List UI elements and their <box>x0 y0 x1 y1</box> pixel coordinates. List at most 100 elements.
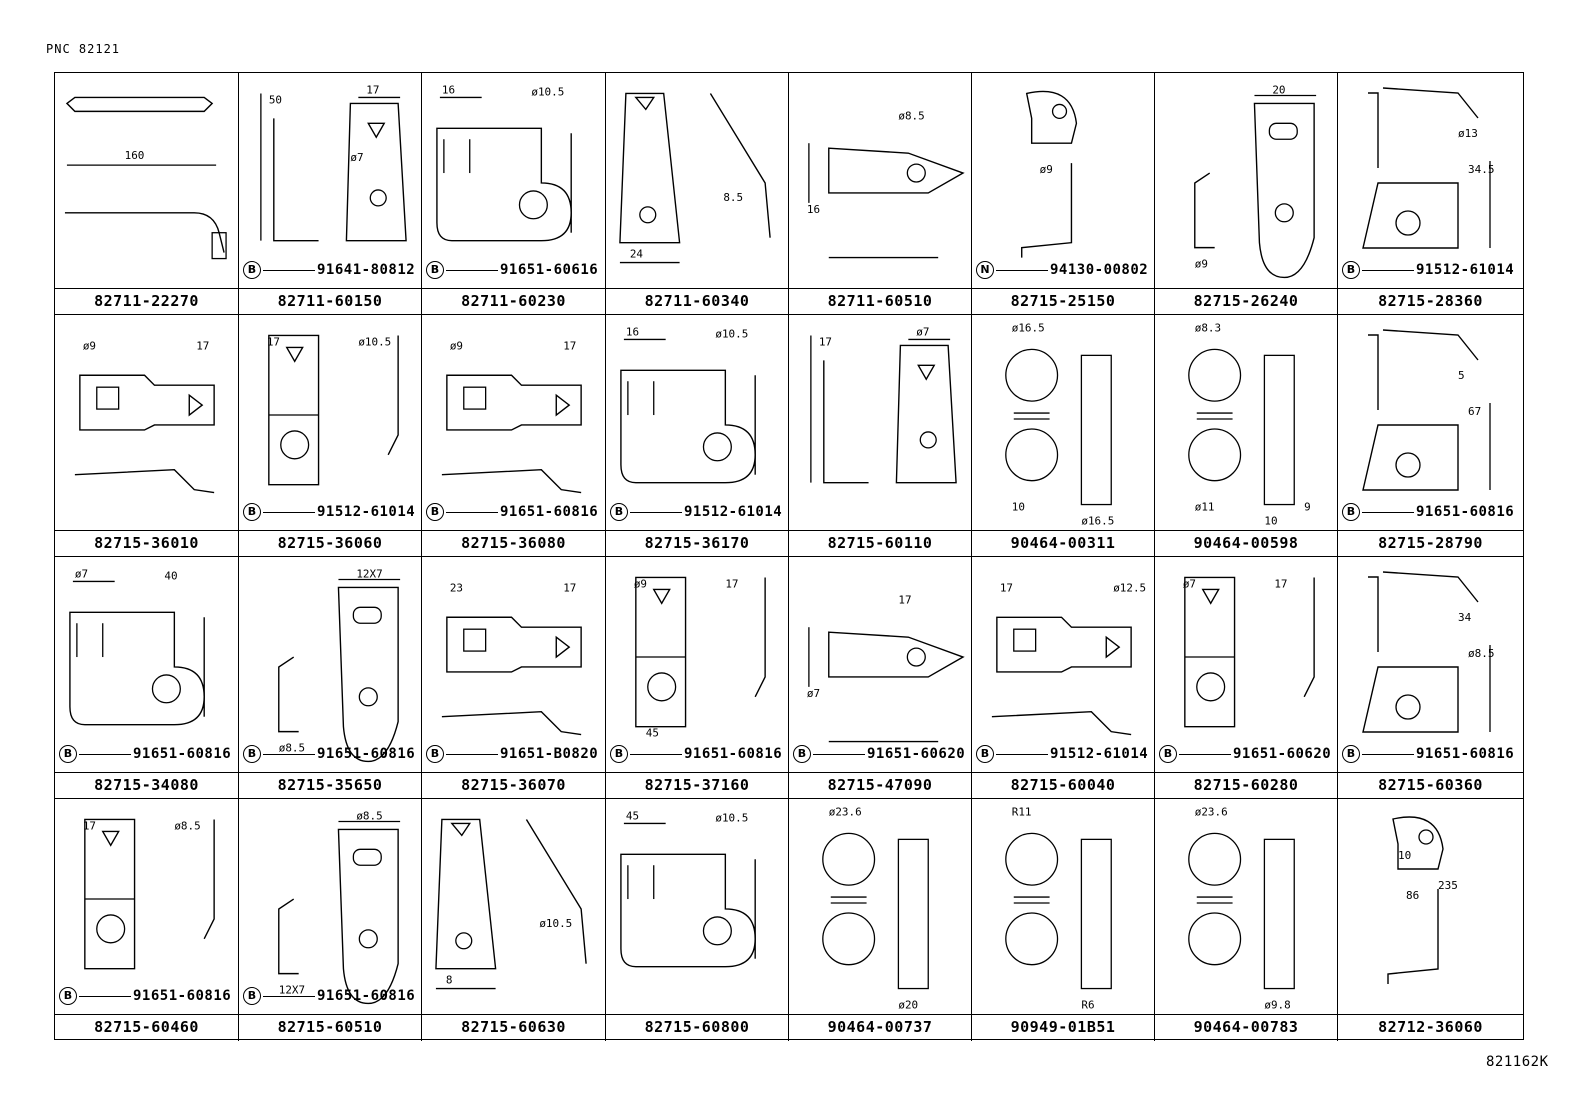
bracket-plate <box>1362 424 1459 491</box>
part-number[interactable]: 82715-34080 <box>94 776 199 794</box>
part-number[interactable]: 82715-26240 <box>1193 292 1299 310</box>
part-number[interactable]: 82715-25150 <box>1010 292 1116 310</box>
part-number[interactable]: 82711-60150 <box>277 292 383 310</box>
cell-divider <box>55 530 238 531</box>
part-number[interactable]: 90464-00737 <box>827 1018 933 1036</box>
part-number[interactable]: 82715-36060 <box>277 534 383 552</box>
part-number[interactable]: 82715-36010 <box>94 534 199 552</box>
dimension-label: ø9 <box>1040 163 1053 176</box>
bracket-plate <box>436 127 572 242</box>
part-number[interactable]: 82715-60510 <box>277 1018 383 1036</box>
bent-profile <box>709 93 771 238</box>
part-number[interactable]: 82715-47090 <box>827 776 933 794</box>
dimension-label: 12X7 <box>279 984 305 997</box>
part-number[interactable]: 82711-60340 <box>644 292 750 310</box>
part-number[interactable]: 90464-00598 <box>1193 534 1299 552</box>
dimension-label: ø10.5 <box>539 917 572 930</box>
part-number[interactable]: 82715-35650 <box>277 776 383 794</box>
part-number[interactable]: 90949-01B51 <box>1010 1018 1116 1036</box>
part-number[interactable]: 82715-60280 <box>1193 776 1299 794</box>
dimension-label: ø16.5 <box>1012 322 1045 335</box>
part-number[interactable]: 82715-28790 <box>1378 534 1483 552</box>
part-number[interactable]: 82715-60110 <box>827 534 933 552</box>
part-number[interactable]: 82711-22270 <box>94 292 199 310</box>
leader-line <box>263 511 315 513</box>
part-number[interactable]: 82715-36170 <box>644 534 750 552</box>
dimension-label: 17 <box>1274 577 1287 590</box>
dimension-label: 23 <box>450 581 463 594</box>
dimension-label: 45 <box>626 809 639 822</box>
part-number[interactable]: 82715-28360 <box>1378 292 1483 310</box>
part-number[interactable]: 82715-60630 <box>461 1018 566 1036</box>
part-number[interactable]: 90464-00783 <box>1193 1018 1299 1036</box>
ref-symbol-circle: B <box>610 745 628 763</box>
part-number[interactable]: 82711-60230 <box>461 292 566 310</box>
cell-divider <box>55 288 238 289</box>
part-number[interactable]: 82715-36070 <box>461 776 566 794</box>
part-number[interactable]: 82715-60460 <box>94 1018 199 1036</box>
part-number[interactable]: 82715-60040 <box>1010 776 1116 794</box>
leader-line <box>446 511 498 513</box>
part-number[interactable]: 82711-60510 <box>827 292 933 310</box>
clip-ring <box>1188 348 1242 402</box>
part-number[interactable]: 82715-60800 <box>644 1018 750 1036</box>
part-number[interactable]: 82715-37160 <box>644 776 750 794</box>
part-number[interactable]: 82715-36080 <box>461 534 566 552</box>
part-number[interactable]: 82712-36060 <box>1378 1018 1483 1036</box>
part-number[interactable]: 90464-00311 <box>1010 534 1116 552</box>
part-number[interactable]: 82715-60360 <box>1378 776 1483 794</box>
